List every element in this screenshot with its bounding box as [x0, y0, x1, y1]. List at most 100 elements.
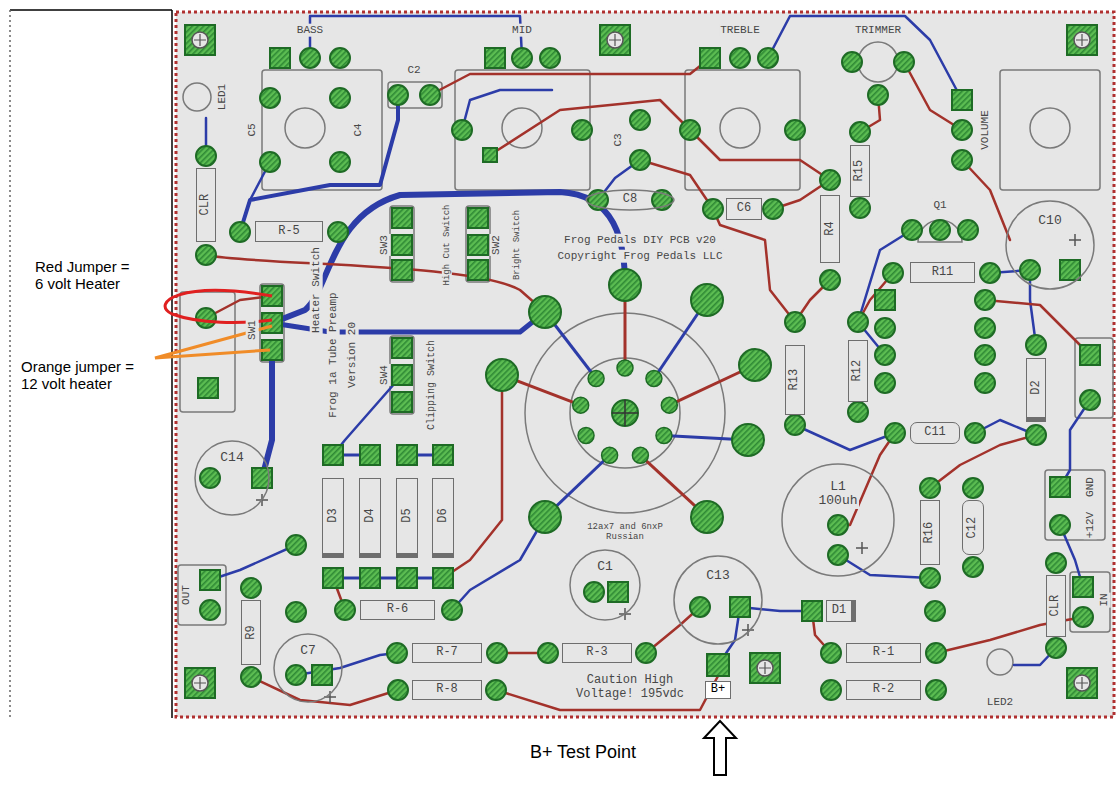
copper-trace — [640, 160, 713, 209]
capacitor-outline: C6 — [726, 198, 762, 220]
round-pad — [926, 643, 946, 663]
part-label: R-6 — [386, 603, 410, 616]
mounting-pad — [1067, 668, 1097, 698]
square-pad — [392, 338, 412, 358]
part-label: C8 — [622, 193, 638, 206]
plus-mark — [1069, 234, 1081, 246]
crosshair — [609, 34, 621, 46]
part-outline — [685, 70, 800, 190]
silkscreen-label: GND — [1084, 476, 1097, 498]
round-pad — [388, 680, 408, 700]
part-label: R-8 — [435, 683, 459, 696]
round-pad — [758, 48, 778, 68]
big-pad — [529, 296, 561, 328]
part-label: R13 — [788, 368, 801, 392]
mounting-pad — [185, 25, 215, 55]
part-label: C14 — [219, 451, 244, 465]
square-pad — [360, 445, 380, 465]
square-pad — [270, 48, 290, 68]
copper-trace — [430, 58, 710, 95]
round-pad — [975, 373, 995, 393]
part-outline — [1075, 338, 1113, 418]
part-ring — [570, 358, 680, 468]
round-pad — [820, 270, 840, 290]
square-pad — [392, 235, 412, 255]
copper-trace — [768, 16, 962, 100]
resistor-outline: R-3 — [562, 643, 632, 663]
round-pad — [894, 52, 914, 72]
frame-line — [171, 10, 173, 718]
round-pad — [1050, 515, 1070, 535]
silkscreen-label: SW3 — [378, 234, 391, 256]
capacitor-circle: C1 — [569, 549, 641, 621]
copper-trace — [795, 425, 895, 450]
polarity-marks — [256, 234, 1081, 703]
round-pad — [848, 402, 868, 422]
part-outline — [390, 206, 414, 282]
round-pad — [540, 48, 560, 68]
silkscreen-label: Heater Switch — [310, 246, 323, 334]
copper-trace — [1060, 400, 1090, 487]
mounting-hole — [1074, 32, 1090, 48]
round-pad — [952, 120, 972, 140]
resistor-outline: R-6 — [360, 600, 435, 620]
outline-shape — [782, 464, 894, 576]
silkscreen-label: IN — [1098, 592, 1111, 607]
round-pad — [690, 597, 710, 617]
part-outline — [1045, 470, 1105, 540]
round-pad — [420, 85, 440, 105]
round-pad — [920, 568, 940, 588]
mounting-pad-square — [750, 653, 780, 683]
tube-pin-pad — [578, 428, 594, 444]
silkscreen-label: SW4 — [378, 364, 391, 386]
mounting-pad — [185, 668, 215, 698]
mounting-pad-square — [1067, 25, 1097, 55]
round-pad — [538, 643, 558, 663]
round-pad — [926, 680, 946, 700]
part-label: R-2 — [872, 683, 896, 696]
capacitor-circle: C7 — [273, 633, 343, 703]
round-pad — [965, 423, 985, 443]
silkscreen-label: C5 — [246, 122, 259, 137]
part-label: R12 — [851, 359, 864, 383]
plus-mark — [856, 542, 868, 554]
resistor-outline: R-7 — [412, 643, 482, 663]
round-pad — [902, 220, 922, 240]
outline-shape — [570, 550, 640, 620]
square-pad — [392, 208, 412, 228]
round-pad — [975, 345, 995, 365]
round-pad — [975, 318, 995, 338]
round-pad — [952, 150, 972, 170]
capacitor-outline: C12 — [962, 500, 984, 555]
round-pad — [703, 199, 723, 219]
round-pad — [785, 120, 805, 140]
square-pad — [802, 601, 822, 621]
copper-pads — [185, 25, 1100, 700]
test-point-box: B+ — [705, 681, 731, 699]
mounting-pad-square — [1067, 668, 1097, 698]
square-pad — [1080, 345, 1100, 365]
part-outline — [1000, 70, 1100, 190]
silkscreen-label: Q1 — [932, 199, 947, 212]
resistor-outline: R16 — [920, 500, 940, 565]
resistor-outline: R13 — [785, 345, 805, 415]
round-pad — [452, 120, 472, 140]
silkscreen-label: TREBLE — [719, 24, 761, 37]
round-pad — [785, 312, 805, 332]
round-pad — [785, 415, 805, 435]
silkscreen-label: VOLUME — [979, 109, 992, 151]
silkscreen-label: OUT — [180, 584, 193, 606]
tube-center-hole — [612, 400, 638, 426]
mounting-pad — [600, 25, 630, 55]
resistor-outline: R15 — [850, 145, 870, 197]
outline-shape — [674, 556, 762, 644]
tube-pin-pad — [656, 428, 672, 444]
resistor-outline: R-8 — [412, 680, 482, 700]
diode-outline: D2 — [1026, 358, 1046, 422]
silkscreen-label: Version 20 — [346, 321, 359, 389]
round-pad — [1046, 638, 1066, 658]
square-pad — [483, 148, 497, 162]
round-pad — [584, 582, 604, 602]
diode-outline: D3 — [322, 478, 344, 558]
